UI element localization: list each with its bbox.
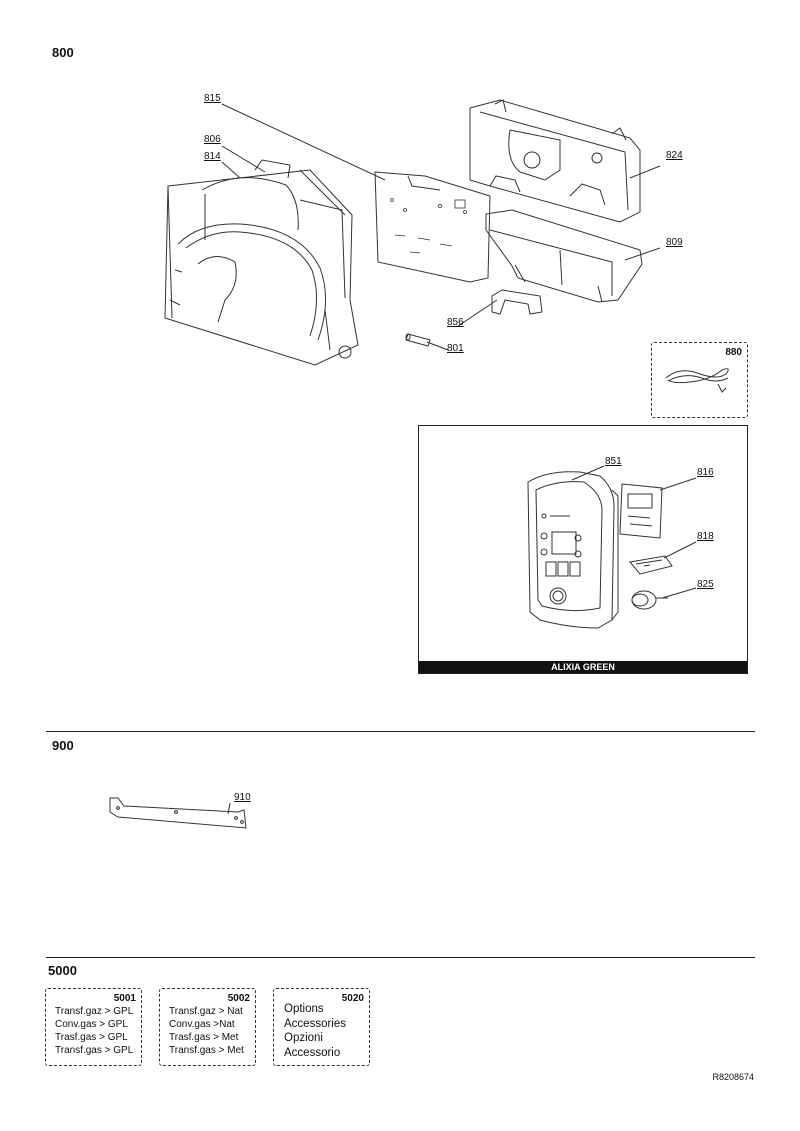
box-number-880: 880 bbox=[725, 347, 742, 358]
drawing-reference: R8208674 bbox=[712, 1072, 754, 1082]
text-line: Transf.gaz > GPL bbox=[55, 1006, 134, 1017]
callout-910: 910 bbox=[234, 792, 251, 803]
callout-824: 824 bbox=[666, 150, 683, 161]
text-line: Conv.gas >Nat bbox=[169, 1019, 235, 1030]
alixia-green-panel: 851 816 818 825 ALIXIA GREEN bbox=[418, 425, 748, 674]
text-line: Transf.gaz > Nat bbox=[169, 1006, 243, 1017]
box-number-5002: 5002 bbox=[227, 993, 250, 1004]
text-line: Options bbox=[284, 1003, 324, 1015]
box-text-5002: Transf.gaz > Nat Conv.gas >Nat Trasf.gas… bbox=[169, 1005, 244, 1057]
callout-818: 818 bbox=[697, 531, 714, 542]
callout-801: 801 bbox=[447, 343, 464, 354]
section-title-900: 900 bbox=[52, 738, 74, 753]
callout-856: 856 bbox=[447, 317, 464, 328]
text-line: Trasf.gas > Met bbox=[169, 1032, 239, 1043]
text-line: Transf.gas > GPL bbox=[55, 1045, 134, 1056]
callout-815: 815 bbox=[204, 93, 221, 104]
box-number-5001: 5001 bbox=[113, 993, 136, 1004]
accessory-box-5020: 5020 Options Accessories Opzioni Accesso… bbox=[273, 988, 370, 1066]
text-line: Accessorio bbox=[284, 1046, 341, 1059]
divider-900-5000 bbox=[46, 957, 755, 958]
callout-825: 825 bbox=[697, 579, 714, 590]
divider-800-900 bbox=[46, 731, 755, 732]
text-line: Conv.gas > GPL bbox=[55, 1019, 128, 1030]
box-number-5020: 5020 bbox=[341, 993, 364, 1004]
text-line: Trasf.gas > GPL bbox=[55, 1032, 128, 1043]
callout-806: 806 bbox=[204, 134, 221, 145]
text-line: Transf.gas > Met bbox=[169, 1045, 244, 1056]
text-line: Accessories bbox=[284, 1017, 346, 1030]
section-title-800: 800 bbox=[52, 45, 74, 60]
callout-816: 816 bbox=[697, 467, 714, 478]
accessory-box-5001: 5001 Transf.gaz > GPL Conv.gas > GPL Tra… bbox=[45, 988, 142, 1066]
accessory-box-5002: 5002 Transf.gaz > Nat Conv.gas >Nat Tras… bbox=[159, 988, 256, 1066]
callout-814: 814 bbox=[204, 151, 221, 162]
box-text-5020: Options Accessories Opzioni Accessorio bbox=[284, 1002, 346, 1060]
callout-851: 851 bbox=[605, 456, 622, 467]
box-text-5001: Transf.gaz > GPL Conv.gas > GPL Trasf.ga… bbox=[55, 1005, 133, 1057]
section-title-5000: 5000 bbox=[48, 963, 77, 978]
accessory-box-880: 880 bbox=[651, 342, 748, 418]
callout-809: 809 bbox=[666, 237, 683, 248]
panel-banner: ALIXIA GREEN bbox=[419, 661, 747, 673]
text-line: Opzioni bbox=[284, 1032, 323, 1044]
